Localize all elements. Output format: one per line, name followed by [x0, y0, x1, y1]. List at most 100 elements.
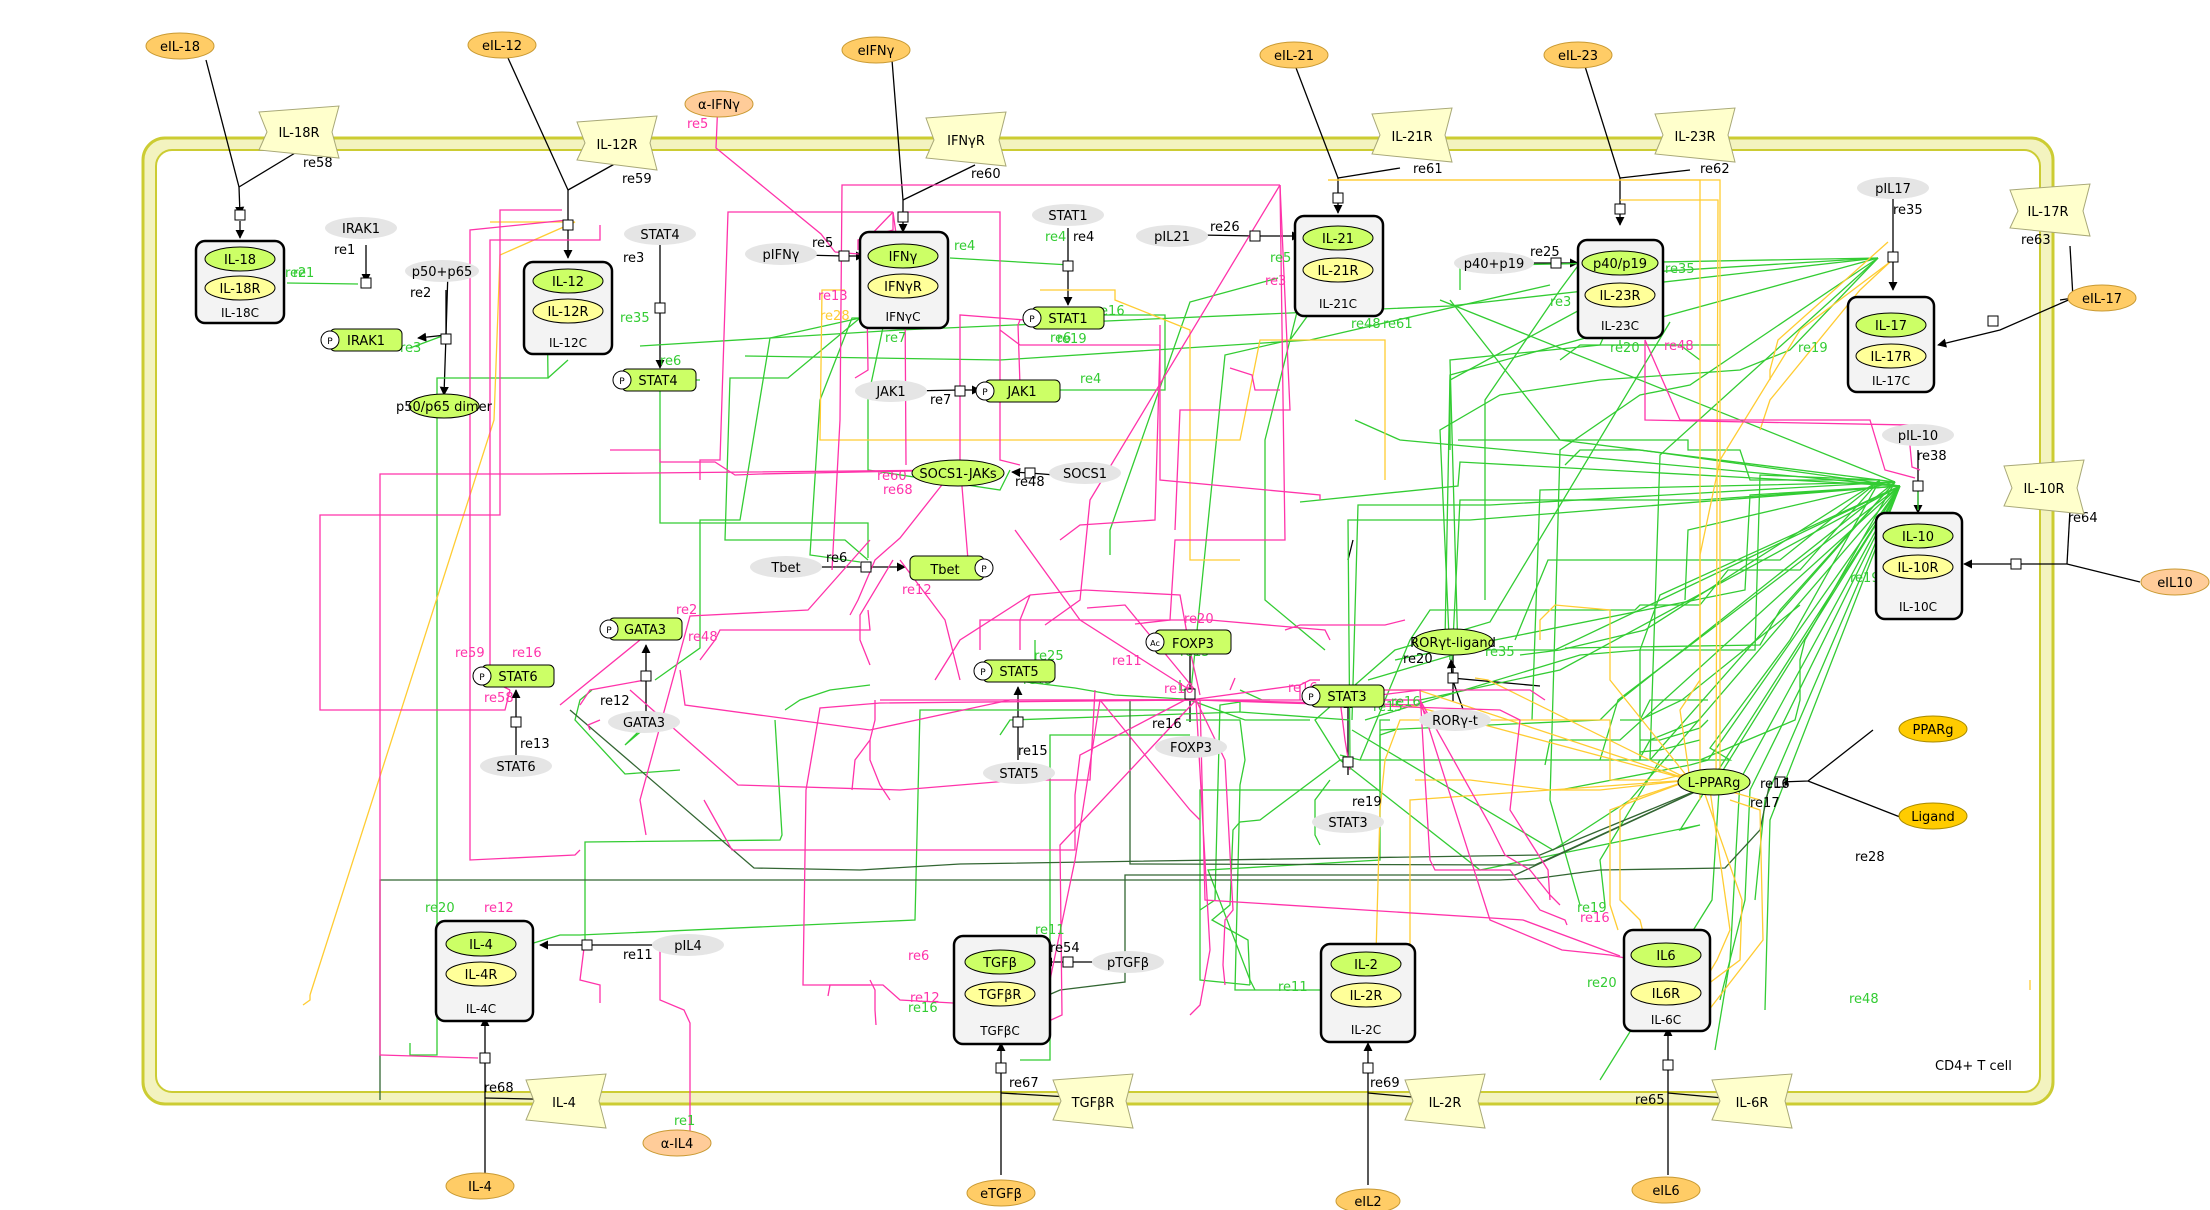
complex-il6c-label: IL-6C — [1651, 1013, 1681, 1027]
complex-tgfbc[interactable]: TGFβ TGFβR TGFβC — [952, 934, 1052, 1046]
ligand-alpha-ifng[interactable]: α-IFNγ — [684, 90, 754, 118]
receptor-il18r[interactable]: IL-18R — [258, 105, 340, 159]
reaction-label: re35 — [620, 311, 650, 326]
receptor-il23r[interactable]: IL-23R — [1654, 107, 1736, 163]
ligand-eifng[interactable]: eIFNγ — [841, 36, 911, 64]
complex-il2c-label: IL-2C — [1351, 1023, 1381, 1037]
process-node — [360, 277, 372, 289]
ligand-eil21-label: eIL-21 — [1274, 49, 1314, 64]
complex-il10c[interactable]: IL-10 IL-10R IL-10C — [1874, 511, 1964, 621]
reaction-label: re1 — [334, 243, 355, 258]
process-node — [1062, 956, 1074, 968]
reaction-label: re4 — [1080, 372, 1101, 387]
receptor-il6r[interactable]: IL-6R — [1711, 1073, 1793, 1129]
reaction-label: re28 — [1855, 850, 1885, 865]
ligand-etgfb[interactable]: eTGFβ — [966, 1179, 1036, 1207]
ligand-il4-ext[interactable]: IL-4 — [445, 1172, 515, 1200]
receptor-il2r[interactable]: IL-2R — [1404, 1073, 1486, 1129]
receptor-il17r[interactable]: IL-17R — [2009, 183, 2091, 237]
complex-il21c-a: IL-21 — [1322, 232, 1354, 247]
gene-p40p19[interactable]: p40+p19 — [1454, 252, 1534, 274]
gene-rorgt[interactable]: RORγ-t — [1419, 709, 1491, 731]
ligand-eil23[interactable]: eIL-23 — [1543, 41, 1613, 69]
complex-il18c[interactable]: IL-18 IL-18R IL-18C — [194, 239, 286, 325]
gene-stat1[interactable]: STAT1 — [1032, 204, 1104, 226]
ligand-pparg[interactable]: PPARg — [1898, 715, 1968, 743]
receptor-il10r[interactable]: IL-10R — [2003, 459, 2085, 515]
gene-pil4-label: pIL4 — [674, 939, 702, 954]
receptor-il4[interactable]: IL-4 — [525, 1073, 607, 1129]
gene-pil10[interactable]: pIL-10 — [1882, 424, 1954, 446]
reaction-label: re20 — [1403, 652, 1433, 667]
ligand-eil21[interactable]: eIL-21 — [1259, 41, 1329, 69]
gene-stat3[interactable]: STAT3 — [1312, 811, 1384, 833]
ligand-eil2[interactable]: eIL2 — [1335, 1188, 1401, 1210]
gene-tbet[interactable]: Tbet — [750, 556, 822, 578]
reaction-label: re64 — [2068, 511, 2098, 526]
complex-il6c[interactable]: IL6 IL6R IL-6C — [1622, 928, 1712, 1033]
receptor-ifngr[interactable]: IFNγR — [925, 111, 1007, 167]
complex-il2c[interactable]: IL-2 IL-2R IL-2C — [1319, 942, 1417, 1044]
molecule-rorgt-ligand[interactable]: RORγt-ligand — [1410, 628, 1496, 656]
complex-il17c[interactable]: IL-17 IL-17R IL-17C — [1846, 295, 1936, 394]
receptor-il21r[interactable]: IL-21R — [1371, 107, 1453, 163]
ligand-eil6[interactable]: eIL6 — [1631, 1176, 1701, 1204]
gene-pil4[interactable]: pIL4 — [652, 934, 724, 956]
molecule-l-pparg[interactable]: L-PPARg — [1677, 768, 1751, 796]
gene-stat6[interactable]: STAT6 — [480, 755, 552, 777]
molecule-socs1-jaks[interactable]: SOCS1-JAKs — [911, 459, 1005, 487]
gene-stat5[interactable]: STAT5 — [983, 762, 1055, 784]
reaction-label: re59 — [622, 172, 652, 187]
gene-irak1-label: IRAK1 — [342, 222, 380, 237]
reaction-label: re19 — [1352, 795, 1382, 810]
gene-jak1[interactable]: JAK1 — [855, 380, 927, 402]
reaction-label: re15 — [1018, 744, 1048, 759]
process-node — [1249, 230, 1261, 242]
gene-nodes: IRAK1 p50+p65 STAT4 pIFNγ STAT1 pIL21 p4… — [325, 177, 1954, 973]
reaction-label: re7 — [885, 331, 906, 346]
gene-pil17[interactable]: pIL17 — [1857, 177, 1929, 199]
gene-irak1[interactable]: IRAK1 — [325, 217, 397, 239]
reaction-label: re1 — [674, 1114, 695, 1129]
ligand-eil17[interactable]: eIL-17 — [2067, 284, 2137, 312]
gene-socs1[interactable]: SOCS1 — [1049, 462, 1121, 484]
svg-text:P: P — [479, 673, 485, 683]
complex-il21c[interactable]: IL-21 IL-21R IL-21C — [1293, 214, 1385, 318]
gene-p50p65[interactable]: p50+p65 — [405, 260, 479, 282]
ligand-ligand[interactable]: Ligand — [1898, 802, 1968, 830]
complex-il23c[interactable]: p40/p19 IL-23R IL-23C — [1576, 238, 1665, 340]
ligand-ligand-label: Ligand — [1911, 810, 1955, 825]
molecule-p50p65-dimer[interactable]: p50/p65 dimer — [396, 393, 493, 419]
ligand-alpha-ifng-label: α-IFNγ — [698, 98, 740, 113]
gene-stat4[interactable]: STAT4 — [624, 223, 696, 245]
reaction-label: re19 — [1798, 341, 1828, 356]
complex-il23c-b: IL-23R — [1599, 289, 1640, 304]
gene-foxp3[interactable]: FOXP3 — [1155, 736, 1227, 758]
process-node — [1550, 257, 1562, 269]
ligand-eil18[interactable]: eIL-18 — [145, 32, 215, 60]
complex-ifngc[interactable]: IFNγ IFNγR IFNγC — [858, 230, 950, 330]
complex-il4c[interactable]: IL-4 IL-4R IL-4C — [434, 919, 535, 1023]
receptor-il12r[interactable]: IL-12R — [576, 115, 658, 171]
gene-gata3[interactable]: GATA3 — [608, 711, 680, 733]
complex-il12c[interactable]: IL-12 IL-12R IL-12C — [522, 260, 614, 356]
ligand-alpha-il4[interactable]: α-IL4 — [642, 1129, 712, 1157]
gene-pil21[interactable]: pIL21 — [1136, 225, 1208, 247]
gene-pifng[interactable]: pIFNγ — [745, 243, 817, 265]
protein-stat5-label: STAT5 — [999, 665, 1038, 680]
gene-ptgfb[interactable]: pTGFβ — [1092, 951, 1164, 973]
ligand-eil10[interactable]: eIL10 — [2140, 568, 2210, 596]
ligand-eil12[interactable]: eIL-12 — [467, 31, 537, 59]
receptor-tgfbr[interactable]: TGFβR — [1052, 1073, 1134, 1129]
process-node — [479, 1052, 491, 1064]
